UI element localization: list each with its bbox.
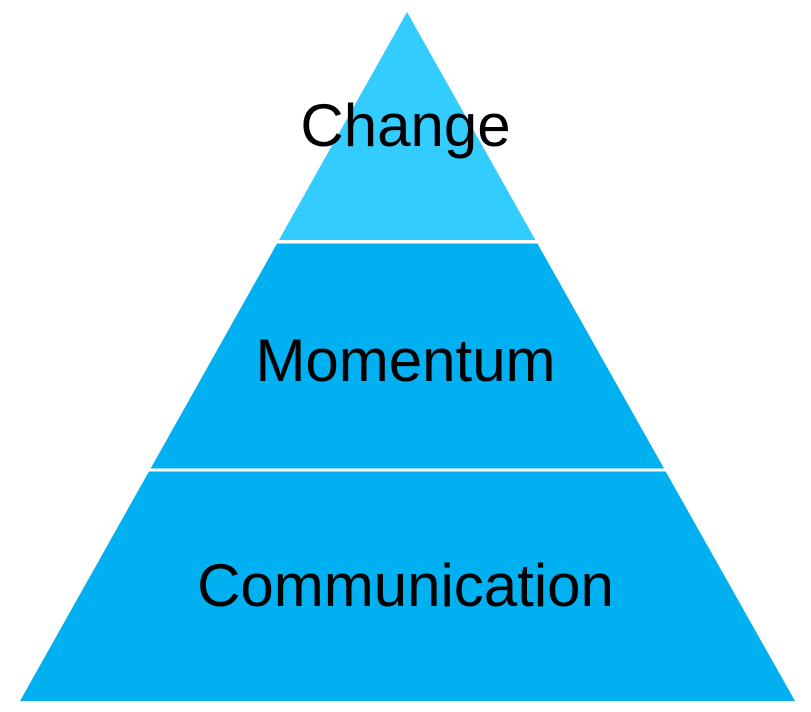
pyramid-level-bottom-section: [20, 471, 795, 701]
pyramid-level-top-section: [278, 12, 536, 240]
pyramid-level-middle-section: [150, 243, 665, 469]
